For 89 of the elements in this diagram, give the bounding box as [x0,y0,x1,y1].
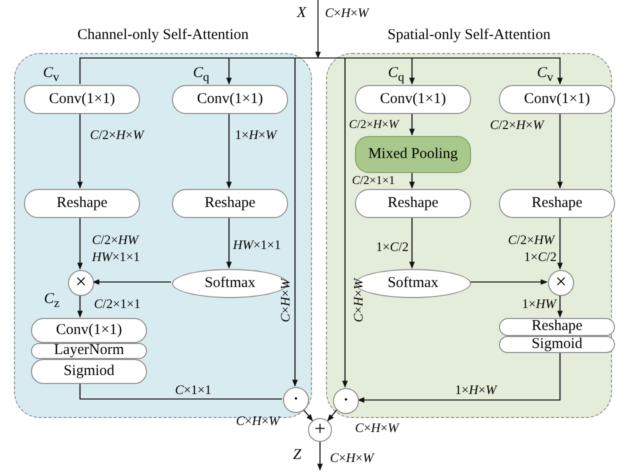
arrow [315,0,321,59]
box-label: Softmax [388,276,438,292]
process-box [499,318,615,336]
edge-label: 1×HW [522,297,556,310]
arrow [302,408,313,422]
operator-symbol: × [75,272,87,292]
arrow [557,295,563,318]
arrow [357,352,561,403]
edge-label: C×H×W [330,451,374,464]
arrow [557,217,563,270]
operator-symbol: · [292,389,300,409]
panel-title: Spatial-only Self-Attention [386,27,552,44]
box-label: Mixed Pooling [368,146,458,162]
arrow [92,279,171,285]
edge-label: C/2×1×1 [94,297,140,310]
process-box [24,189,140,218]
edge-label: C×H×W [278,278,292,322]
process-box [24,85,140,114]
process-box [172,85,288,114]
box-label: Conv(1×1) [524,92,590,108]
arrow [409,172,415,189]
operator-circle [308,418,332,442]
edge-label: C/2×1×1 [352,174,395,186]
box-label: Conv(1×1) [49,92,115,108]
edge-label: C×H×W [351,278,364,322]
dimension-label: C×H×W [325,6,369,19]
box-label: Reshape [388,196,438,212]
box-label: Reshape [56,196,108,212]
process-box [31,318,147,343]
process-box [355,85,471,114]
edge-label: C/2×H×W [490,118,544,131]
arrow [409,217,415,269]
process-box [499,85,615,114]
box-label: Softmax [204,276,256,292]
box-label: LayerNorm [54,343,124,359]
arrow [317,442,323,471]
edge-label: C/2×H×W [349,118,399,130]
operator-symbol: + [314,419,326,439]
edge-label: C×H×W [236,414,280,427]
box-label: Conv(1×1) [56,322,122,338]
process-box [499,189,615,218]
edge-label: HW×1×1 [233,238,281,251]
operator-circle [548,270,574,296]
box-label: Sigmiod [64,364,114,380]
box-label: Reshape [532,196,582,212]
variable-label: C$_{v}$ [43,66,60,84]
edge-label: 1×C/2 [376,240,409,253]
process-box [355,189,471,218]
variable-label: C$_{q}$ [388,66,404,84]
box-label: Reshape [204,196,256,212]
dimension-label: HW×1×1 [92,250,140,263]
process-box [172,189,288,218]
edge-label: C×1×1 [175,383,212,396]
box-label: Conv(1×1) [197,92,263,108]
process-box [31,359,147,384]
dimension-label: 1×C/2 [524,250,557,263]
panel-title: Channel-only Self-Attention [76,27,250,44]
arrow [77,295,83,318]
arrow [409,113,415,136]
arrow [226,217,232,269]
box-label: Sigmoid [532,336,582,352]
dimension-label: X [297,6,306,21]
box-label: Conv(1×1) [380,92,446,108]
process-box [499,336,615,353]
edge-label: C/2×H×W [90,128,144,141]
arrow [557,113,563,189]
variable-label: C$_{q}$ [193,66,210,84]
operator-circle [333,388,359,414]
arrow [470,279,548,285]
arrow [226,113,232,189]
process-box [355,136,471,173]
edge-label: 1×H×W [455,383,496,396]
arrow [77,113,83,189]
variable-label: C$_{v}$ [537,66,554,84]
edge-label: 1×H×W [235,128,276,141]
box-label: Reshape [532,319,582,335]
connector-line [79,383,282,400]
arrow [327,410,338,422]
dimension-label: Z [293,448,302,463]
edge-label: C/2×HW [92,233,138,246]
edge-label: C×H×W [355,421,399,434]
operator-circle [68,270,94,296]
arrow [77,217,83,270]
variable-label: C$_{z}$ [44,292,60,310]
edge-label: C/2×HW [508,233,554,246]
operator-circle [283,387,309,413]
operator-symbol: × [555,272,567,292]
operator-symbol: · [342,390,350,410]
process-box [31,343,147,359]
